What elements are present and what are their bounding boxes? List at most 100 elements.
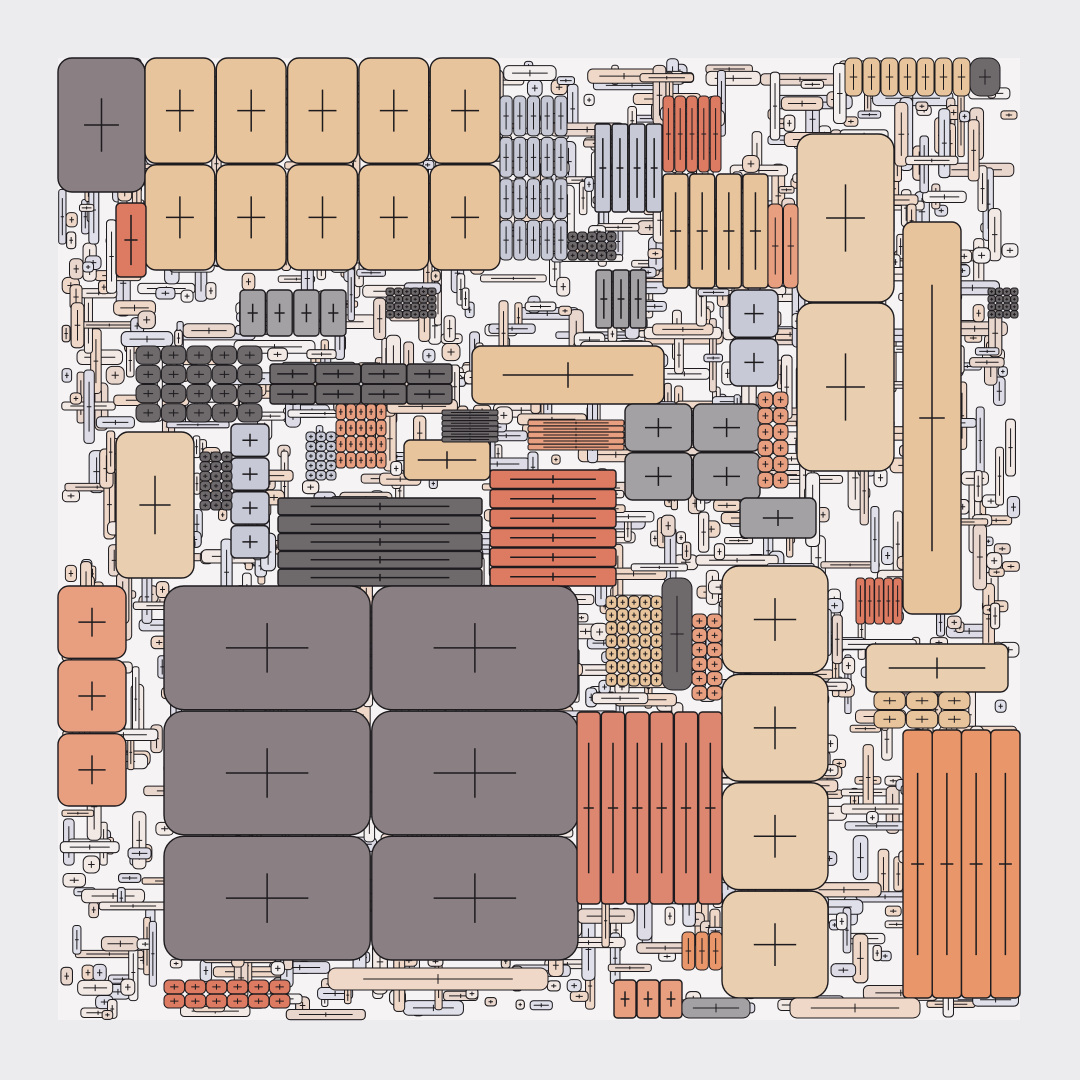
mosaic-tile xyxy=(345,451,357,469)
crosshair-icon xyxy=(129,740,133,765)
crosshair-icon xyxy=(762,428,769,436)
mosaic-tile xyxy=(526,136,541,178)
crosshair-icon xyxy=(599,138,607,198)
crosshair-icon xyxy=(91,893,135,899)
mosaic-tile xyxy=(180,289,194,303)
mosaic-tile xyxy=(695,554,779,566)
crosshair-icon xyxy=(601,695,639,701)
mosaic-tile xyxy=(1006,495,1021,519)
mosaic-tile xyxy=(915,101,929,112)
crosshair-icon xyxy=(870,815,875,821)
crosshair-icon xyxy=(244,409,255,417)
crosshair-icon xyxy=(835,622,840,656)
mosaic-tile xyxy=(772,391,789,409)
mosaic-tile xyxy=(855,577,866,625)
crosshair-icon xyxy=(626,520,630,538)
mosaic-tile xyxy=(375,419,387,437)
crosshair-icon xyxy=(849,64,858,90)
crosshair-icon xyxy=(155,639,163,645)
crosshair-icon xyxy=(653,535,657,542)
crosshair-icon xyxy=(275,984,284,990)
crosshair-icon xyxy=(915,715,929,723)
crosshair-icon xyxy=(836,761,842,766)
mosaic-tile xyxy=(674,336,684,375)
crosshair-icon xyxy=(348,424,353,432)
crosshair-icon xyxy=(1005,312,1009,316)
crosshair-icon xyxy=(680,742,692,874)
mosaic-tile xyxy=(68,258,84,280)
crosshair-icon xyxy=(818,886,870,893)
crosshair-icon xyxy=(634,279,642,319)
mosaic-tile xyxy=(489,488,617,509)
crosshair-icon xyxy=(247,303,258,323)
mosaic-tile xyxy=(393,295,403,304)
crosshair-icon xyxy=(938,612,943,632)
mosaic-tile xyxy=(708,931,723,971)
crosshair-icon xyxy=(562,308,568,313)
mosaic-tile xyxy=(688,173,716,289)
mosaic-tile xyxy=(526,95,541,137)
crosshair-icon xyxy=(662,326,704,332)
crosshair-icon xyxy=(986,539,991,544)
mosaic-tile xyxy=(994,699,1007,713)
mosaic-tile xyxy=(922,190,967,203)
crosshair-icon xyxy=(86,952,133,956)
mosaic-tile xyxy=(135,345,161,365)
crosshair-icon xyxy=(882,954,888,958)
mosaic-tile xyxy=(403,439,491,481)
crosshair-icon xyxy=(951,619,958,625)
crosshair-icon xyxy=(64,972,69,980)
crosshair-icon xyxy=(310,502,450,511)
crosshair-icon xyxy=(772,83,778,130)
mosaic-tile xyxy=(778,185,795,194)
crosshair-icon xyxy=(412,1004,454,1012)
mosaic-tile xyxy=(1002,295,1011,304)
crosshair-icon xyxy=(531,84,538,92)
mosaic-tile xyxy=(616,660,629,674)
crosshair-icon xyxy=(451,89,480,132)
mosaic-tile xyxy=(739,497,817,539)
mosaic-tile xyxy=(661,577,693,691)
crosshair-icon xyxy=(83,984,108,992)
crosshair-icon xyxy=(654,677,659,683)
crosshair-icon xyxy=(575,994,583,999)
mosaic-tile xyxy=(193,472,201,495)
crosshair-icon xyxy=(858,585,863,617)
crosshair-icon xyxy=(430,312,434,316)
mosaic-tile xyxy=(115,431,195,579)
mosaic-tile xyxy=(660,514,676,537)
crosshair-icon xyxy=(603,902,608,939)
crosshair-icon xyxy=(242,433,258,447)
crosshair-icon xyxy=(69,844,110,850)
crosshair-icon xyxy=(517,143,523,171)
crosshair-icon xyxy=(744,352,764,372)
mosaic-tile xyxy=(938,710,971,729)
mosaic-tile xyxy=(870,506,880,574)
crosshair-icon xyxy=(611,571,657,577)
mosaic-tile xyxy=(1010,287,1019,296)
mosaic-tile xyxy=(905,155,959,166)
mosaic-tile xyxy=(742,154,760,173)
crosshair-icon xyxy=(609,612,614,618)
crosshair-icon xyxy=(838,967,849,973)
crosshair-icon xyxy=(273,351,282,357)
mosaic-tile xyxy=(540,95,554,137)
crosshair-icon xyxy=(762,444,769,452)
crosshair-icon xyxy=(244,370,255,379)
crosshair-icon xyxy=(75,930,79,950)
crosshair-icon xyxy=(220,512,225,518)
mosaic-tile xyxy=(691,685,708,701)
mosaic-tile xyxy=(681,997,751,1019)
crosshair-icon xyxy=(948,715,961,723)
crosshair-icon xyxy=(753,706,797,750)
mosaic-tile xyxy=(513,136,527,178)
mosaic-tile xyxy=(269,383,316,405)
mosaic-tile xyxy=(277,515,483,534)
crosshair-icon xyxy=(78,755,106,785)
mosaic-tile xyxy=(314,363,362,385)
crosshair-icon xyxy=(307,484,314,490)
crosshair-icon xyxy=(903,64,912,90)
mosaic-tile xyxy=(715,173,743,289)
crosshair-icon xyxy=(510,533,596,542)
mosaic-tile xyxy=(905,710,939,729)
